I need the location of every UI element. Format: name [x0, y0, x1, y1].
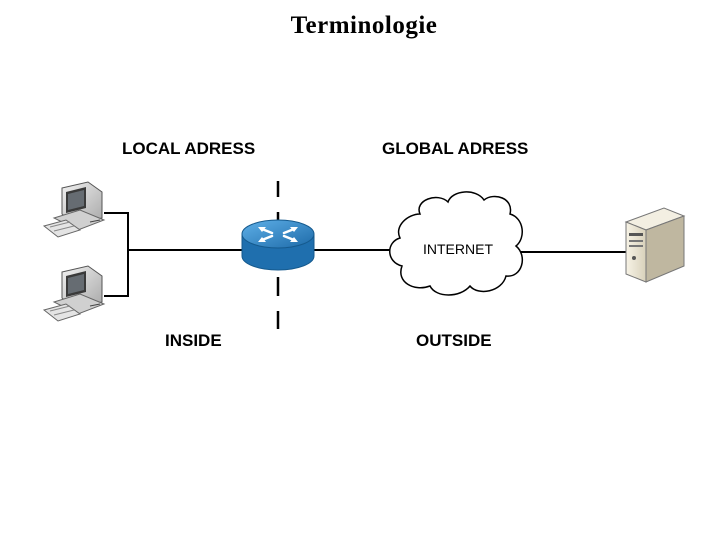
- server-icon: [624, 207, 686, 283]
- inside-label: INSIDE: [165, 331, 222, 350]
- connection-lines: [104, 212, 628, 297]
- outside-label: OUTSIDE: [416, 331, 492, 350]
- desktop-computer-icon: [42, 265, 106, 322]
- router-icon: [241, 219, 315, 271]
- internet-cloud-icon: INTERNET: [389, 191, 524, 296]
- local-address-label: LOCAL ADRESS: [122, 139, 256, 158]
- desktop-computer-icon: [42, 181, 106, 238]
- internet-label: INTERNET: [423, 241, 493, 257]
- slide-title: Terminologie: [290, 12, 438, 39]
- global-address-label: GLOBAL ADRESS: [382, 139, 529, 158]
